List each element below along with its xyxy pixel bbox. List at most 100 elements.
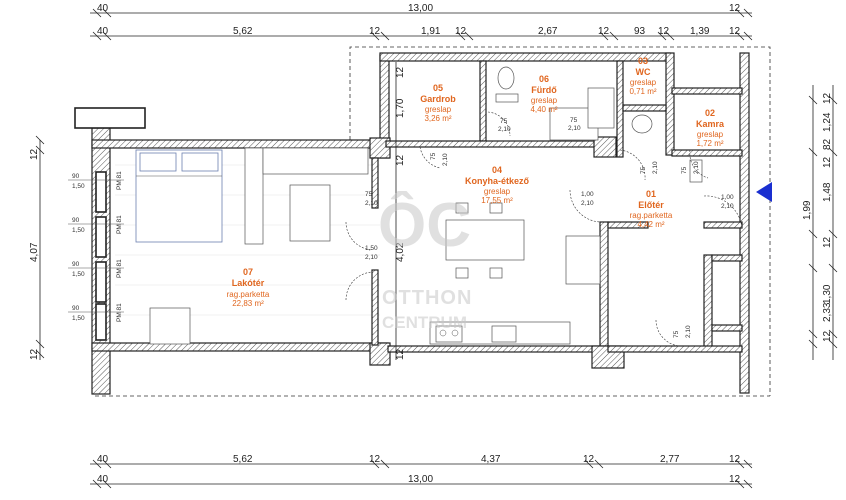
wall-thickness: 12 [395, 154, 406, 166]
window-sill: PM 81 [116, 303, 123, 322]
room-number: 02 [705, 108, 715, 118]
window-width: 90 [72, 261, 80, 268]
window-width: 90 [72, 305, 80, 312]
dim-label: 1,48 [822, 182, 833, 202]
room-number: 07 [243, 267, 253, 277]
door-width: 1,00 [721, 194, 734, 201]
dim-top-40: 40 [97, 3, 109, 14]
room-floor: greslap [531, 96, 558, 105]
dim-label: 12 [822, 330, 833, 342]
door-width: 75 [673, 330, 680, 338]
dim-label: 12 [729, 454, 741, 465]
window-labels: 90 1,50 90 1,50 90 1,50 90 1,50 PM 81 PM… [72, 171, 123, 322]
dim-label: 4,37 [481, 454, 501, 465]
sink [491, 325, 517, 343]
dim-label: 13,00 [408, 474, 433, 485]
dining-table [445, 219, 525, 261]
room-floor: greslap [425, 105, 452, 114]
doors [345, 111, 743, 347]
room-05: 05 Gardrob greslap 3,26 m² [420, 83, 456, 123]
door-width: 75 [365, 191, 373, 198]
wardrobe [244, 147, 264, 245]
pillow [139, 152, 177, 172]
room-area: 1,72 m² [696, 139, 723, 148]
door-width: 1,00 [581, 191, 594, 198]
room-floor: greslap [630, 78, 657, 87]
window-sill: PM 81 [116, 215, 123, 234]
door-height: 2,10 [442, 153, 449, 166]
dim-label: 40 [97, 474, 109, 485]
dim-label: 40 [97, 454, 109, 465]
dim-label: 1,30 [822, 284, 833, 304]
watermark-logo: ÔC [378, 191, 471, 260]
dimension-bottom: 40 5,62 12 4,37 12 2,77 12 40 13,00 12 [90, 454, 753, 489]
dim-label: 1,91 [421, 26, 441, 37]
dim-label: 1,24 [822, 112, 833, 132]
windows-left [68, 171, 124, 341]
room-name: Lakótér [232, 278, 265, 288]
door-width: 75 [570, 117, 578, 124]
fridge [565, 235, 601, 285]
room-06: 06 Fürdő greslap 4,40 m² [530, 74, 557, 114]
room-03: 03 WC greslap 0,71 m² [629, 56, 656, 96]
dim-label: 2,77 [660, 454, 680, 465]
dimension-left: 12 4,07 12 [29, 135, 45, 360]
chair [455, 202, 469, 214]
window-height: 1,50 [72, 183, 85, 190]
window-sill: PM 81 [116, 171, 123, 190]
room-floor: greslap [697, 130, 724, 139]
dim-label: 12 [583, 454, 595, 465]
dim-label: 1,99 [802, 200, 813, 220]
dim-label: 12 [598, 26, 610, 37]
door-width: 1,50 [365, 245, 378, 252]
room-07: 07 Lakótér rag.parketta 22,83 m² [227, 267, 270, 308]
door-labels: 75 2,10 75 2,10 75 2,10 75 2,10 75 2,10 … [365, 62, 734, 360]
dim-label: 5,62 [233, 26, 253, 37]
dim-label: 12 [29, 348, 40, 360]
wall-thickness: 12 [395, 348, 406, 360]
window-height: 1,50 [72, 315, 85, 322]
room-number: 05 [433, 83, 443, 93]
dim-label: 1,39 [690, 26, 710, 37]
dim-label: 40 [97, 26, 109, 37]
shelf [689, 159, 703, 183]
door-width: 75 [500, 118, 508, 125]
dim-label: 12 [729, 26, 741, 37]
room-04: 04 Konyha-étkező greslap 17,55 m² [465, 165, 530, 205]
window-sill: PM 81 [116, 259, 123, 278]
cabinet [149, 307, 191, 345]
room-number: 04 [492, 165, 502, 175]
room-name: Fürdő [531, 85, 557, 95]
dim-label: 82 [822, 138, 833, 150]
dim-label: 12 [369, 26, 381, 37]
room-number: 01 [646, 189, 656, 199]
room-number: 06 [539, 74, 549, 84]
shelf [262, 147, 369, 175]
door-height: 2,10 [581, 200, 594, 207]
dim-top-12: 12 [729, 3, 741, 14]
dim-label: 5,62 [233, 454, 253, 465]
door-width: 75 [681, 166, 688, 174]
chair [455, 267, 469, 279]
door-height: 2,10 [365, 200, 378, 207]
entrance-arrow-icon [756, 182, 772, 202]
wall-thickness: 12 [395, 66, 406, 78]
dim-label: 2,33 [822, 302, 833, 322]
kitchen-depth: 4,02 [395, 242, 406, 262]
dim-label: 12 [658, 26, 670, 37]
room-floor: rag.parketta [630, 211, 673, 220]
toilet [497, 66, 515, 90]
furniture [135, 66, 703, 345]
window-width: 90 [72, 173, 80, 180]
door-width: 75 [430, 152, 437, 160]
door-height: 2,10 [568, 125, 581, 132]
wc-toilet [631, 114, 653, 134]
room-number: 03 [638, 56, 648, 66]
dim-label: 12 [822, 236, 833, 248]
dim-label: 4,07 [29, 242, 40, 262]
room-area: 4,42 m² [637, 220, 664, 229]
window-height: 1,50 [72, 227, 85, 234]
dim-label: 93 [634, 26, 646, 37]
room-02: 02 Kamra greslap 1,72 m² [696, 108, 725, 148]
